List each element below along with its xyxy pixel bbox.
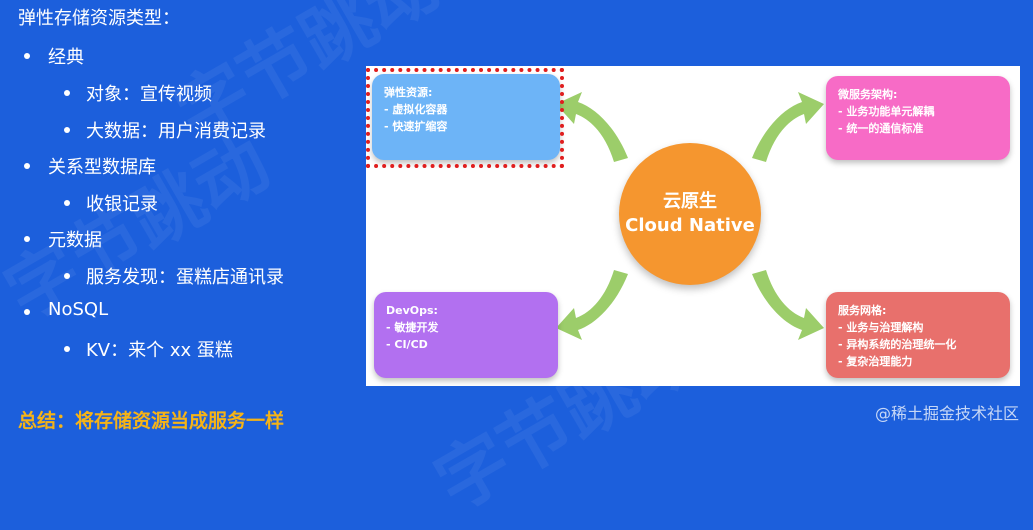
bullet-classic: 经典 [24, 43, 84, 69]
bullet-kv: KV：来个 xx 蛋糕 [64, 336, 233, 362]
devops-title: DevOps: [386, 304, 438, 317]
cloud-native-circle: 云原生 Cloud Native [619, 143, 761, 285]
micro-item: - 业务功能单元解耦 [838, 105, 935, 118]
source-credit: @稀土掘金技术社区 [874, 404, 1019, 423]
elastic-title: 弹性资源: [384, 86, 433, 99]
mesh-item: - 复杂治理能力 [838, 355, 913, 368]
arrow-icon [752, 270, 824, 340]
service-mesh-box: 服务网格: - 业务与治理解构 - 异构系统的治理统一化 - 复杂治理能力 [826, 292, 1010, 378]
bullet-cash-register: 收银记录 [64, 190, 158, 216]
mesh-item: - 业务与治理解构 [838, 321, 924, 334]
bullet-service-discovery: 服务发现：蛋糕店通讯录 [64, 263, 284, 289]
slide-title: 弹性存储资源类型： [18, 8, 180, 29]
micro-item: - 统一的通信标准 [838, 122, 924, 135]
devops-item: - 敏捷开发 [386, 321, 439, 334]
mesh-title: 服务网格: [838, 304, 887, 317]
bullet-relational-db: 关系型数据库 [24, 153, 156, 179]
bullet-bigdata: 大数据：用户消费记录 [64, 117, 266, 143]
cloud-native-diagram: 弹性资源: - 虚拟化容器 - 快速扩缩容 微服务架构: - 业务功能单元解耦 … [366, 66, 1020, 386]
bullet-nosql: NoSQL [23, 299, 109, 320]
highlight-frame [366, 68, 564, 168]
center-label-cn: 云原生 [663, 191, 717, 212]
arrow-icon [556, 270, 628, 340]
arrow-icon [752, 92, 824, 162]
elastic-item: - 虚拟化容器 [384, 103, 448, 116]
elastic-item: - 快速扩缩容 [384, 120, 448, 133]
summary-text: 总结：将存储资源当成服务一样 [18, 410, 285, 432]
arrow-icon [556, 92, 628, 162]
center-label-en: Cloud Native [625, 215, 755, 236]
microservices-box: 微服务架构: - 业务功能单元解耦 - 统一的通信标准 [826, 76, 1010, 160]
bullet-object: 对象：宣传视频 [64, 80, 212, 106]
arrow-layer [556, 92, 824, 340]
micro-title: 微服务架构: [838, 88, 898, 101]
bullet-metadata: 元数据 [24, 226, 102, 252]
devops-box: DevOps: - 敏捷开发 - CI/CD [374, 292, 558, 378]
devops-item: - CI/CD [386, 338, 428, 351]
mesh-item: - 异构系统的治理统一化 [838, 338, 957, 351]
elastic-resources-box: 弹性资源: - 虚拟化容器 - 快速扩缩容 [372, 74, 560, 160]
